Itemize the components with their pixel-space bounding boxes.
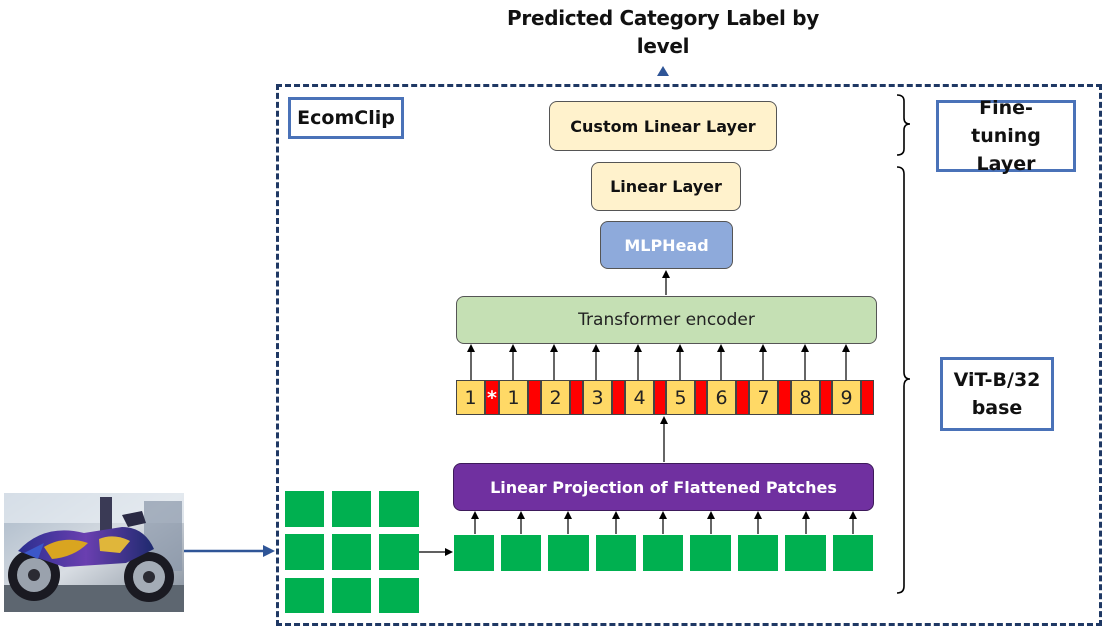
output-label: Predicted Category Label by level bbox=[507, 6, 819, 58]
token-cell: 1 bbox=[456, 380, 485, 415]
token-cell: 5 bbox=[666, 380, 695, 415]
token-cell: 8 bbox=[791, 380, 820, 415]
position-embedding bbox=[570, 380, 583, 415]
image-patch bbox=[332, 491, 371, 527]
flattened-patch bbox=[548, 535, 589, 571]
image-patch bbox=[285, 578, 324, 613]
flattened-patch bbox=[738, 535, 778, 571]
flattened-patch bbox=[833, 535, 873, 571]
image-patch bbox=[332, 534, 371, 570]
image-patch bbox=[379, 578, 419, 613]
patch-to-projection-arrows bbox=[471, 511, 857, 534]
linear-layer-block: Linear Layer bbox=[591, 162, 741, 211]
token-cell: 7 bbox=[749, 380, 778, 415]
position-embedding bbox=[612, 380, 625, 415]
image-patch bbox=[285, 491, 324, 527]
flattened-patch bbox=[596, 535, 636, 571]
ecomclip-container bbox=[276, 84, 1102, 626]
flattened-patch bbox=[785, 535, 826, 571]
motorcycle-image bbox=[4, 493, 184, 612]
fine-tuning-brace bbox=[896, 94, 911, 156]
vit-brace bbox=[896, 166, 911, 594]
image-patch bbox=[332, 578, 371, 613]
position-embedding bbox=[861, 380, 874, 415]
position-embedding bbox=[820, 380, 832, 415]
custom-linear-layer-block: Custom Linear Layer bbox=[549, 101, 777, 151]
position-embedding bbox=[778, 380, 791, 415]
tokens-to-transformer-arrows bbox=[467, 344, 850, 380]
position-embedding bbox=[736, 380, 749, 415]
position-embedding bbox=[654, 380, 666, 415]
flattened-patch bbox=[643, 535, 683, 571]
vit-label: ViT-B/32 base bbox=[940, 357, 1054, 431]
token-cell: 6 bbox=[707, 380, 736, 415]
flattened-patch bbox=[690, 535, 731, 571]
linear-projection-block: Linear Projection of Flattened Patches bbox=[453, 463, 874, 511]
token-cell: 4 bbox=[625, 380, 654, 415]
image-patch bbox=[379, 534, 419, 570]
fine-tuning-label: Fine-tuning Layer bbox=[936, 97, 1076, 175]
transformer-encoder-block: Transformer encoder bbox=[456, 296, 877, 344]
mlp-head-block: MLPHead bbox=[600, 221, 733, 269]
image-patch bbox=[379, 491, 419, 527]
position-embedding bbox=[528, 380, 541, 415]
image-patch bbox=[285, 534, 324, 570]
token-cell: 1 bbox=[499, 380, 528, 415]
flattened-patch bbox=[501, 535, 541, 571]
token-cell: 2 bbox=[541, 380, 570, 415]
token-cell: 9 bbox=[832, 380, 861, 415]
flattened-patch bbox=[454, 535, 494, 571]
output-arrow bbox=[657, 66, 669, 76]
class-token: * bbox=[485, 380, 499, 415]
token-cell: 3 bbox=[583, 380, 612, 415]
position-embedding bbox=[695, 380, 707, 415]
ecomclip-label: EcomClip bbox=[288, 97, 404, 139]
